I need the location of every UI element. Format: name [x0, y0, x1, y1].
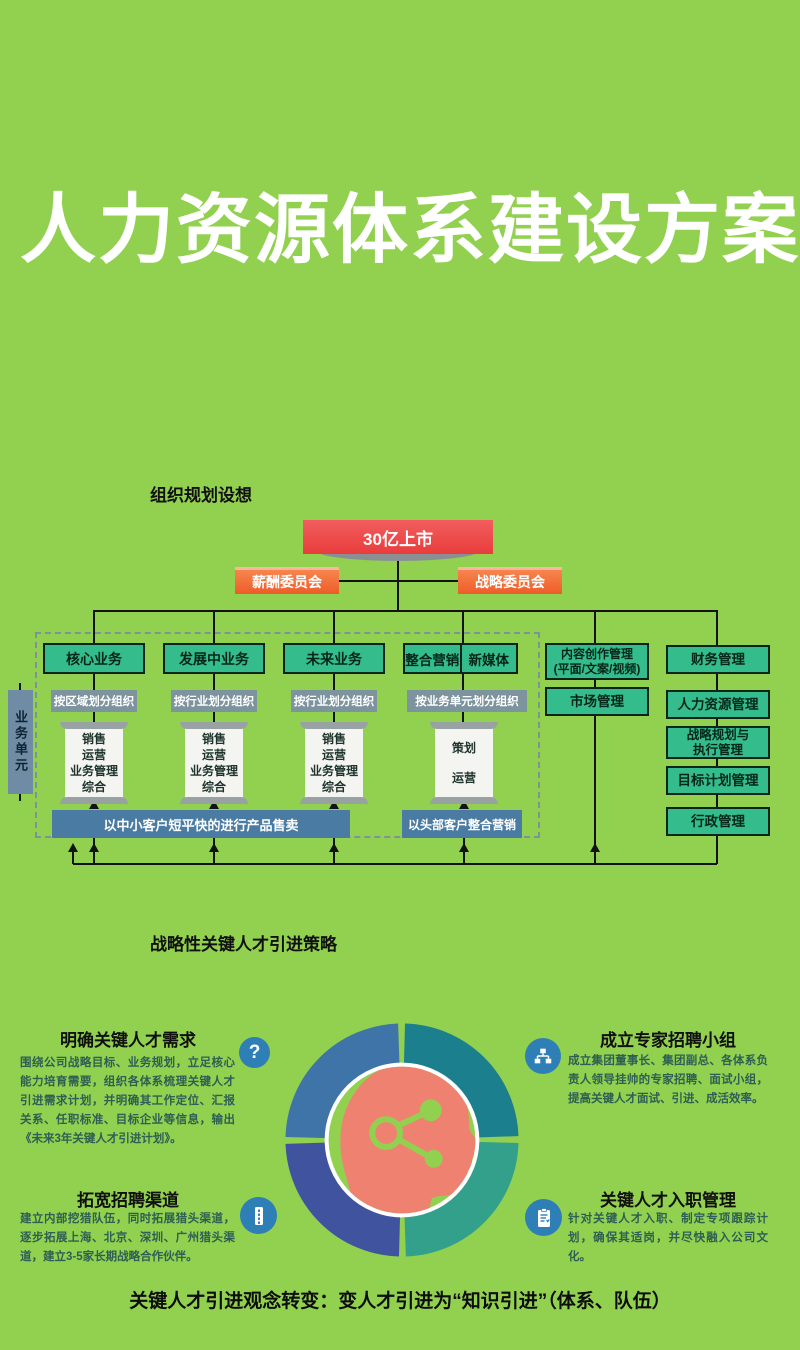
support-finance: 财务管理 — [666, 645, 770, 674]
quadrant1-body: 围绕公司战略目标、业务规划，立足核心能力培育需要，组织各体系梳理关键人才引进需求… — [20, 1057, 235, 1145]
org-label-by-region: 按区域划分组织 — [51, 690, 137, 712]
talent-strategy-donut — [285, 1023, 519, 1257]
quadrant2-body: 成立集团董事长、集团副总、各体系负责人领导挂帅的专家招聘、面试小组，提高关键人才… — [568, 1055, 768, 1105]
clipboard-icon — [525, 1199, 562, 1236]
unit-new-media: 新媒体 — [459, 645, 517, 672]
knowledge-network-glyph — [369, 1099, 443, 1168]
thinking-head-icon — [340, 1066, 476, 1214]
orgchart-icon — [525, 1038, 561, 1074]
section2-heading: 战略性关键人才引进策略 — [150, 935, 337, 954]
footer-statement: 关键人才引进观念转变：变人才引进为“知识引进”（体系、队伍） — [129, 1291, 671, 1312]
unit-integrated-marketing: 整合营销 — [405, 652, 460, 668]
question-icon: ? — [239, 1037, 270, 1068]
dept-card-1: 销售 运营 业务管理 综合 — [60, 722, 128, 804]
support-market-management: 市场管理 — [545, 687, 649, 716]
unit-core-business: 核心业务 — [43, 643, 145, 674]
page-title: 人力资源体系建设方案 — [20, 188, 800, 273]
org-top-box: 30亿上市 — [303, 520, 493, 554]
committee-compensation: 薪酬委员会 — [235, 567, 339, 594]
strategy-bar-key-accounts: 以头部客户整合营销 — [402, 810, 522, 838]
quadrant4-title: 关键人才入职管理 — [600, 1191, 736, 1210]
building-icon — [240, 1197, 277, 1234]
support-administration: 行政管理 — [666, 807, 770, 836]
support-content-creation: 内容创作管理 (平面/文案/视频) — [545, 643, 649, 680]
support-strategy-execution: 战略规划与 执行管理 — [666, 726, 770, 759]
org-label-by-industry-1: 按行业划分组织 — [171, 690, 257, 712]
quadrant3-body: 建立内部挖猎队伍，同时拓展猎头渠道，逐步拓展上海、北京、深圳、广州猎头渠道，建立… — [20, 1213, 235, 1263]
dept-card-2: 销售 运营 业务管理 综合 — [180, 722, 248, 804]
unit-developing-business: 发展中业务 — [163, 643, 265, 674]
support-goal-planning: 目标计划管理 — [666, 766, 770, 795]
quadrant1-title: 明确关键人才需求 — [60, 1031, 196, 1050]
quadrant4-body: 针对关键人才入职、制定专项跟踪计划，确保其适岗，并尽快融入公司文化。 — [568, 1213, 768, 1263]
org-label-by-industry-2: 按行业划分组织 — [291, 690, 377, 712]
quadrant2-title: 成立专家招聘小组 — [600, 1031, 736, 1050]
unit-future-business: 未来业务 — [283, 643, 385, 674]
business-unit-side-tab: 业务单元 — [8, 690, 33, 794]
quadrant3-title: 拓宽招聘渠道 — [77, 1191, 179, 1210]
org-label-by-business-unit: 按业务单元划分组织 — [407, 690, 527, 712]
support-hr: 人力资源管理 — [666, 690, 770, 719]
dept-card-4: 策划 运营 — [430, 722, 498, 804]
strategy-bar-smb: 以中小客户短平快的进行产品售卖 — [52, 810, 350, 838]
dept-card-3: 销售 运营 业务管理 综合 — [300, 722, 368, 804]
unit-marketing-newmedia: 整合营销 新媒体 — [403, 643, 518, 674]
section1-heading: 组织规划设想 — [150, 486, 252, 505]
committee-strategy: 战略委员会 — [458, 567, 562, 594]
